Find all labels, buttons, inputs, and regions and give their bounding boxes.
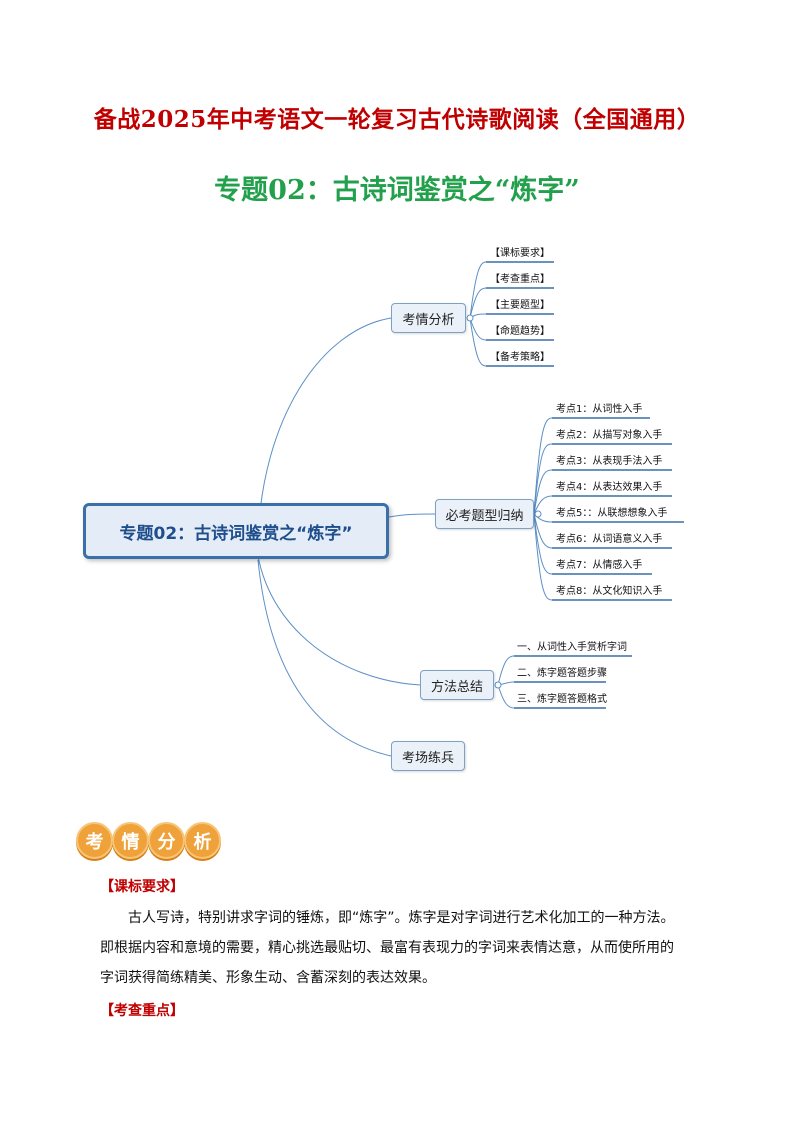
paragraph-line-3: 字词获得简练精美、形象生动、含蓄深刻的表达效果。 xyxy=(100,970,436,986)
section-badge-kaoqing-fenxi: 考 情 分 析 xyxy=(76,822,221,862)
branch-bikao-tixing: 必考题型归纳 xyxy=(435,499,534,529)
leaf-fangfa-2: 二、炼字题答题步骤 xyxy=(517,668,607,679)
leaf-kaodian-7: 考点7：从情感入手 xyxy=(556,560,643,571)
leaf-kaodian-4: 考点4：从表达效果入手 xyxy=(556,482,663,493)
leaf-kaodian-1: 考点1：从词性入手 xyxy=(556,404,643,415)
badge-char-2: 情 xyxy=(112,822,149,859)
connector-root-kaoqing xyxy=(257,317,392,541)
leaf-zhuyao-tixing: 【主要题型】 xyxy=(490,300,550,311)
heading-kebiao-yaoqiu: 【课标要求】 xyxy=(100,879,184,895)
branch-kaochang-lianbing: 考场练兵 xyxy=(391,741,465,771)
leaf-kaodian-6: 考点6：从词语意义入手 xyxy=(556,534,663,545)
mindmap-connectors xyxy=(257,261,684,757)
branch-fangfa-zongjie: 方法总结 xyxy=(420,670,494,700)
leaf-kaodian-2: 考点2：从描写对象入手 xyxy=(556,430,663,441)
heading-kaocha-zhongdian: 【考查重点】 xyxy=(100,1003,184,1019)
mindmap-root-node: 专题02：古诗词鉴赏之“炼字” xyxy=(83,503,389,559)
leaf-beikao-celue: 【备考策略】 xyxy=(490,352,550,363)
connector-root-bikao xyxy=(388,513,436,518)
badge-char-3: 分 xyxy=(148,822,185,859)
connector-root-fangfa xyxy=(257,555,421,686)
leaf-fangfa-1: 一、从词性入手赏析字词 xyxy=(517,642,627,653)
leaf-fangfa-3: 三、炼字题答题格式 xyxy=(517,694,607,705)
badge-char-4: 析 xyxy=(184,822,221,859)
leaf-kebiao-yaoqiu: 【课标要求】 xyxy=(490,248,550,259)
paragraph-line-2: 即根据内容和意境的需要，精心挑选最贴切、最富有表现力的字词来表情达意，从而使所用… xyxy=(100,940,674,956)
badge-char-1: 考 xyxy=(76,822,113,859)
document-subtitle: 专题02：古诗词鉴赏之“炼字” xyxy=(214,175,580,206)
leaf-kaodian-8: 考点8：从文化知识入手 xyxy=(556,586,663,597)
leaf-mingti-qushi: 【命题趋势】 xyxy=(490,326,550,337)
document-title: 备战2025年中考语文一轮复习古代诗歌阅读（全国通用） xyxy=(93,106,701,133)
leaf-kaodian-3: 考点3：从表现手法入手 xyxy=(556,456,663,467)
connector-root-kaochang xyxy=(257,559,392,757)
leaf-kaocha-zhongdian: 【考查重点】 xyxy=(490,274,550,285)
branch-kaoqing-fenxi: 考情分析 xyxy=(391,303,466,333)
paragraph-line-1: 古人写诗，特别讲求字词的锤炼，即“炼字”。炼字是对字词进行艺术化加工的一种方法。 xyxy=(128,910,675,926)
leaf-kaodian-5: 考点5：：从联想想象入手 xyxy=(556,508,668,519)
